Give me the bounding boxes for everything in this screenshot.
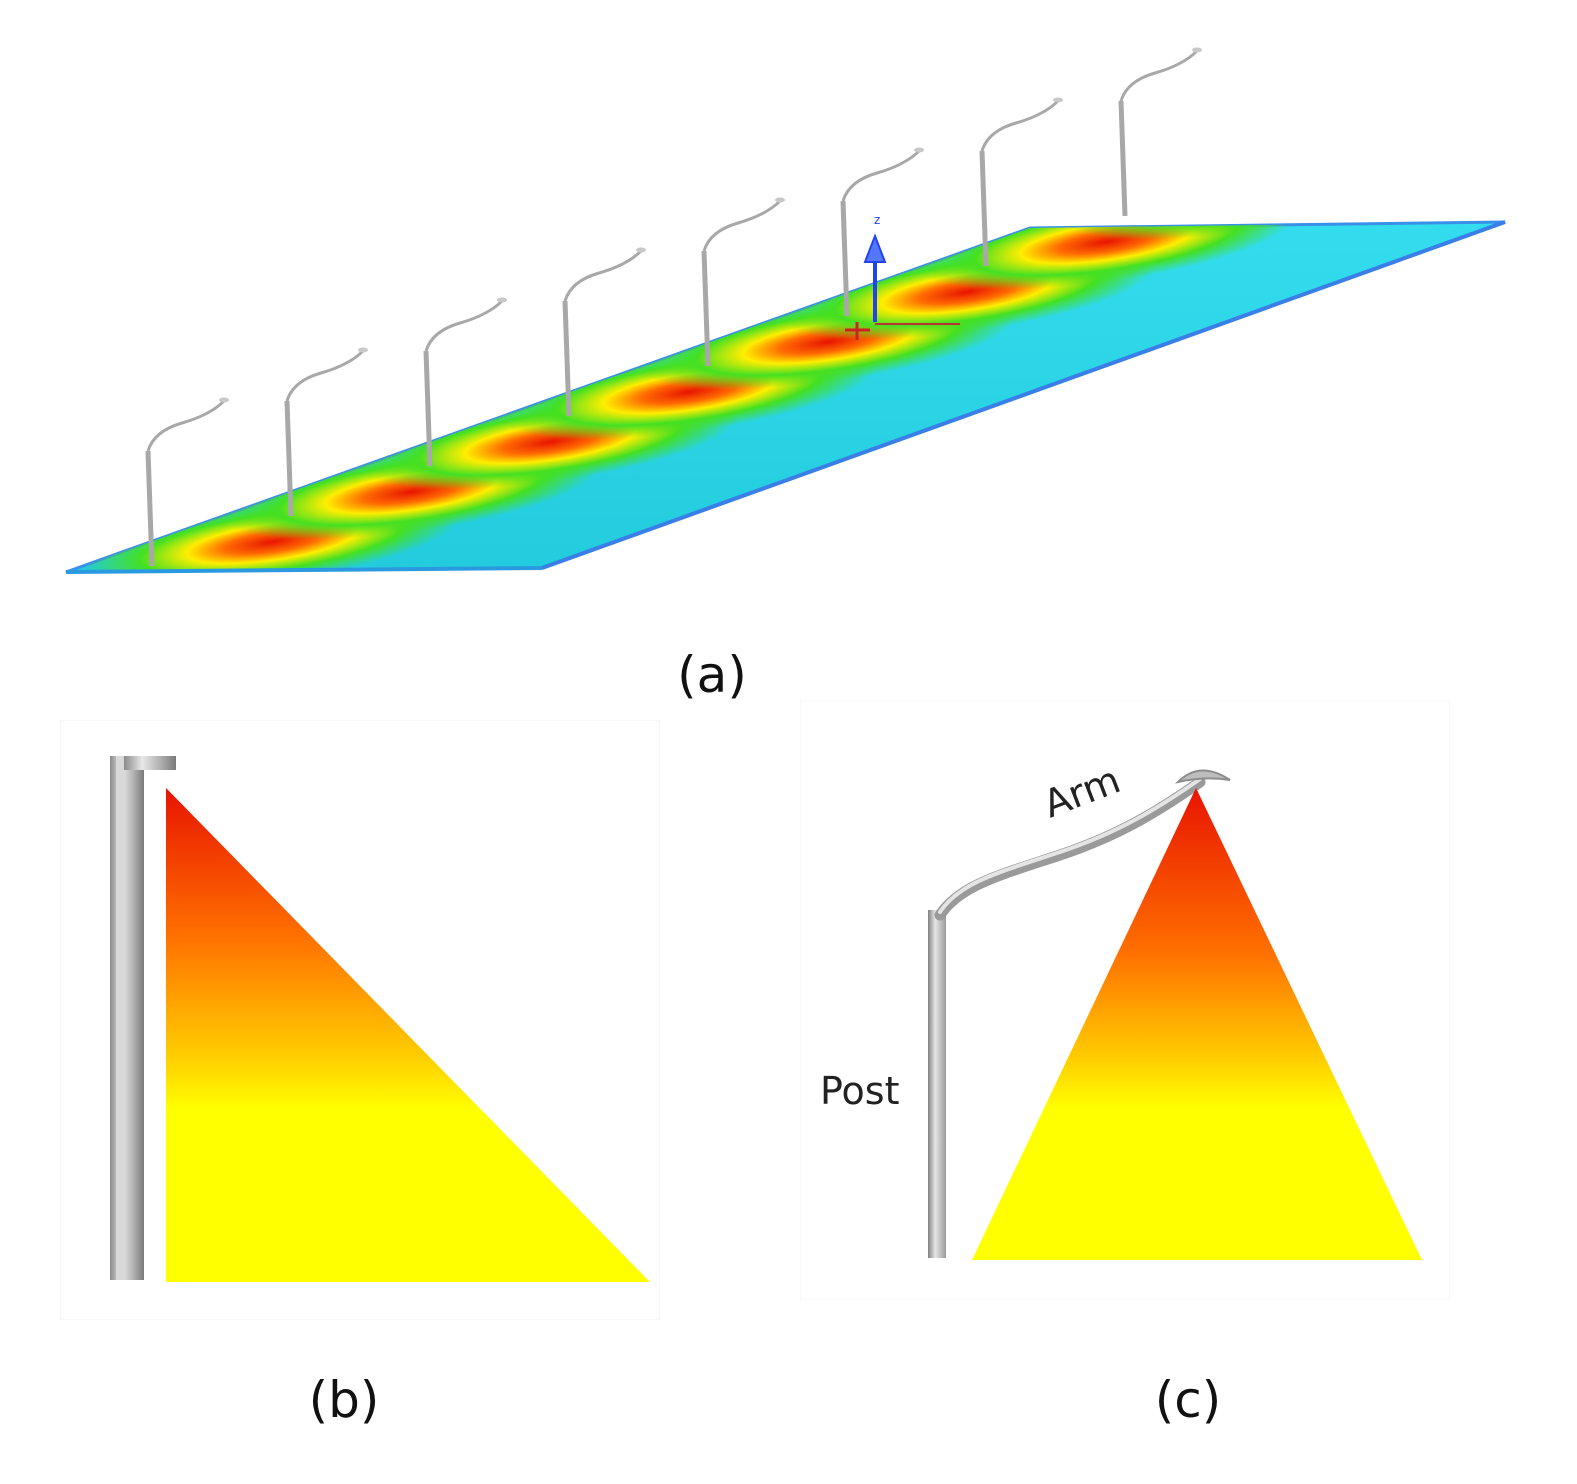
axis-gizmo: z — [845, 213, 960, 340]
caption-a: (a) — [677, 646, 747, 704]
light-cone-c — [972, 788, 1422, 1260]
streetlight-pole — [284, 347, 368, 517]
streetlight-pole — [423, 297, 507, 467]
panel-a-road-illuminance: z — [0, 0, 1577, 620]
lamp-head-b — [124, 756, 176, 770]
post-b — [110, 756, 144, 1280]
caption-b: (b) — [308, 1371, 380, 1429]
road-scene: z — [65, 47, 1506, 574]
streetlight-pole — [562, 247, 646, 417]
streetlight-poles — [145, 47, 1202, 567]
light-cone-b — [166, 788, 650, 1282]
caption-c: (c) — [1154, 1371, 1222, 1429]
post-c — [928, 910, 946, 1258]
panel-c-front-view: Arm Post — [799, 699, 1451, 1301]
streetlight-pole — [1118, 47, 1202, 217]
front-view-diagram: Arm Post — [799, 699, 1451, 1301]
streetlight-pole — [701, 197, 785, 367]
illuminance-spots — [83, 222, 1434, 572]
arm-c — [934, 776, 1206, 921]
panel-b-side-view — [59, 719, 661, 1321]
lamp-head-c — [1174, 769, 1231, 784]
streetlight-pole — [840, 147, 924, 317]
side-view-diagram — [59, 719, 661, 1321]
illuminance-spot — [917, 222, 1295, 290]
axis-z-label: z — [874, 213, 880, 227]
streetlight-pole — [979, 97, 1063, 267]
post-label: Post — [820, 1069, 900, 1113]
streetlight-pole — [145, 397, 229, 567]
